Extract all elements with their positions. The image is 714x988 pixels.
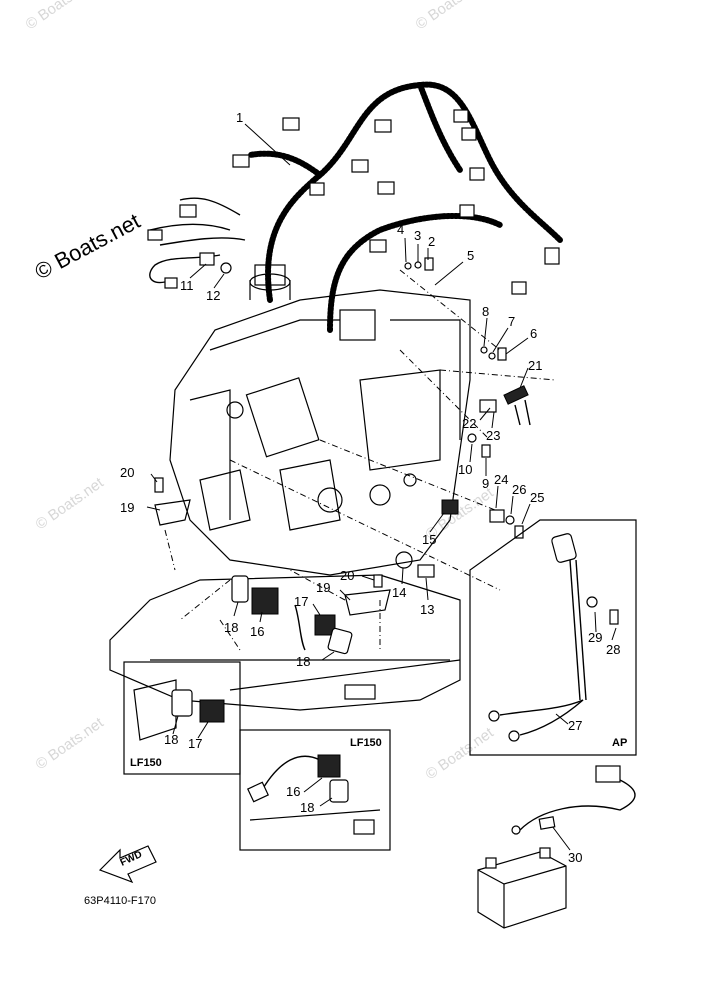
part-label-22: 22 (462, 416, 476, 431)
connector (453, 109, 469, 123)
connector (179, 204, 197, 218)
inset-lf150-right-title: LF150 (350, 737, 382, 749)
connector (164, 277, 178, 289)
inset-lf150-right: 16 18 LF150 (239, 729, 391, 851)
part-label-7: 7 (508, 314, 515, 329)
part-label-6: 6 (530, 326, 537, 341)
bottom-cowling (109, 574, 461, 711)
connector (309, 182, 325, 196)
part-label-10: 10 (458, 462, 472, 477)
connector (147, 229, 163, 241)
part-label-14: 14 (392, 585, 406, 600)
part-label-8: 8 (482, 304, 489, 319)
fwd-label: FWD (119, 849, 144, 869)
part-label-1: 1 (236, 110, 243, 125)
inset-lf150-left-title: LF150 (130, 757, 162, 769)
connector (544, 247, 560, 265)
connector (459, 204, 475, 218)
part-label-16b: 16 (286, 784, 300, 799)
part-label-18b: 18 (296, 654, 310, 669)
inset-lf150-left: 18 17 LF150 (123, 661, 241, 775)
watermark: © Boats.net (33, 714, 108, 773)
watermark-main: © Boats.net (31, 208, 145, 284)
part-label-19b: 19 (316, 580, 330, 595)
connectors (147, 109, 560, 341)
engine-block (169, 264, 471, 576)
part-label-3: 3 (414, 228, 421, 243)
part-label-17b: 17 (188, 736, 202, 751)
part-label-20b: 20 (340, 568, 354, 583)
connector (461, 127, 477, 141)
part-label-20: 20 (120, 465, 134, 480)
part-label-12: 12 (206, 288, 220, 303)
diagram-code: 63P4110-F170 (84, 895, 156, 907)
fwd-arrow-icon: FWD (98, 845, 157, 884)
part-label-21: 21 (528, 358, 542, 373)
part-label-24: 24 (494, 472, 508, 487)
part-label-4: 4 (397, 222, 404, 237)
connector (351, 159, 369, 173)
connector (282, 117, 300, 131)
part-label-30: 30 (568, 850, 582, 865)
part-label-11: 11 (180, 278, 194, 293)
watermarks: © Boats.net © Boats.net © Boats.net © Bo… (23, 0, 498, 783)
part-label-26: 26 (512, 482, 526, 497)
part-label-5: 5 (467, 248, 474, 263)
part-label-28: 28 (606, 642, 620, 657)
part-label-17: 17 (294, 594, 308, 609)
part-labels: 1 2 3 4 5 6 7 8 9 10 11 12 13 14 15 16 1… (120, 110, 620, 865)
watermark: © Boats.net (23, 0, 98, 33)
part-label-29: 29 (588, 630, 602, 645)
part-label-2: 2 (428, 234, 435, 249)
dashed-leaders (164, 269, 556, 651)
part-label-16: 16 (250, 624, 264, 639)
inset-ap: AP (469, 519, 637, 756)
part-label-19: 19 (120, 500, 134, 515)
part-label-15: 15 (422, 532, 436, 547)
part-label-13: 13 (420, 602, 434, 617)
inset-ap-title: AP (612, 737, 627, 749)
connector (511, 281, 527, 295)
connector (369, 239, 387, 253)
connector (377, 181, 395, 195)
watermark: © Boats.net (413, 0, 488, 33)
part-label-27: 27 (568, 718, 582, 733)
connector (374, 119, 392, 133)
connector (232, 154, 250, 168)
watermark: © Boats.net (423, 724, 498, 783)
part-label-18: 18 (224, 620, 238, 635)
connector (339, 309, 376, 341)
connector (469, 167, 485, 181)
battery (477, 765, 636, 929)
part-label-25: 25 (530, 490, 544, 505)
part-label-18d: 18 (300, 800, 314, 815)
hardware (154, 252, 531, 655)
part-label-9: 9 (482, 476, 489, 491)
part-label-23: 23 (486, 428, 500, 443)
watermark: © Boats.net (33, 474, 108, 533)
part-label-18c: 18 (164, 732, 178, 747)
